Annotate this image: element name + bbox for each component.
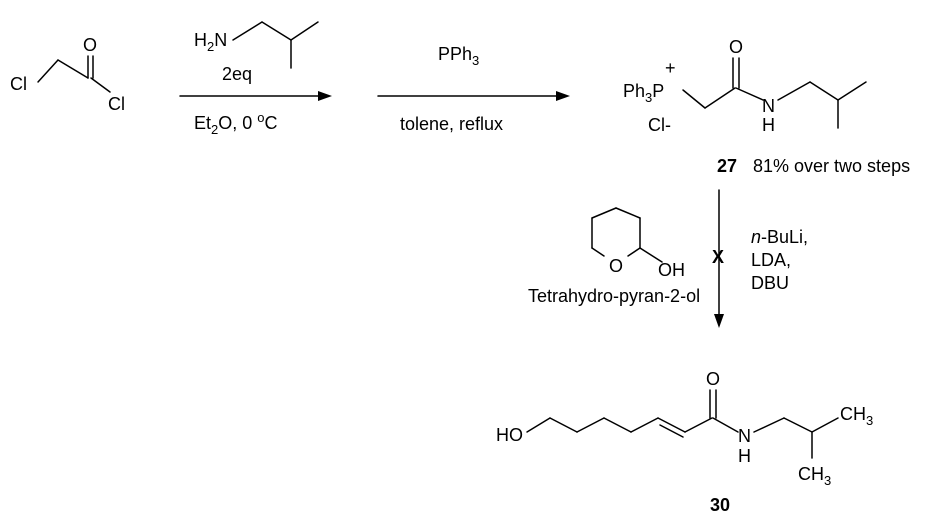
failed-reaction-mark: X — [712, 247, 724, 267]
atom-o-amide-30: O — [706, 369, 720, 389]
atom-oh: OH — [658, 260, 685, 280]
atom-h-amide-30: H — [738, 446, 751, 466]
atom-ph3p: Ph3P — [623, 81, 664, 105]
isobutylamine: H2N — [194, 21, 319, 69]
product-30: HO O N H CH3 CH3 30 — [496, 369, 873, 515]
atom-n-amide: N — [762, 96, 775, 116]
base-lda: LDA, — [751, 250, 791, 270]
step2-conditions: tolene, reflux — [400, 114, 503, 134]
step1: H2N 2eq Et2O, 0 oC — [179, 21, 332, 137]
atom-h-amide: H — [762, 115, 775, 135]
counterion: Cl- — [648, 115, 671, 135]
compound-label-27: 27 — [717, 156, 737, 176]
step1-equivalents: 2eq — [222, 64, 252, 84]
atom-o-ring: O — [609, 256, 623, 276]
step2-reagent: PPh3 — [438, 44, 479, 68]
step3: O OH Tetrahydro-pyran-2-ol X n-BuLi, LDA… — [528, 189, 808, 328]
atom-o-amide: O — [729, 37, 743, 57]
yield-text: 81% over two steps — [753, 156, 910, 176]
amine-label: H2N — [194, 30, 227, 54]
step2: PPh3 tolene, reflux — [377, 44, 570, 134]
base-nbuli: n-BuLi, — [751, 227, 808, 247]
compound-label-30: 30 — [710, 495, 730, 515]
product-27: Ph3P + O N H Cl- 27 81% over two steps — [623, 37, 910, 176]
charge-plus: + — [665, 58, 676, 78]
atom-cl-left: Cl — [10, 74, 27, 94]
methyl-upper: CH3 — [840, 404, 873, 428]
base-dbu: DBU — [751, 273, 789, 293]
tetrahydropyranol: O OH — [591, 207, 685, 280]
reagent-name: Tetrahydro-pyran-2-ol — [528, 286, 700, 306]
atom-cl-right: Cl — [108, 94, 125, 114]
atom-o-carbonyl: O — [83, 35, 97, 55]
atom-ho: HO — [496, 425, 523, 445]
methyl-lower: CH3 — [798, 464, 831, 488]
step1-conditions: Et2O, 0 oC — [194, 110, 278, 137]
chloroacetyl-chloride: Cl O Cl — [10, 35, 125, 114]
atom-n-amide-30: N — [738, 426, 751, 446]
